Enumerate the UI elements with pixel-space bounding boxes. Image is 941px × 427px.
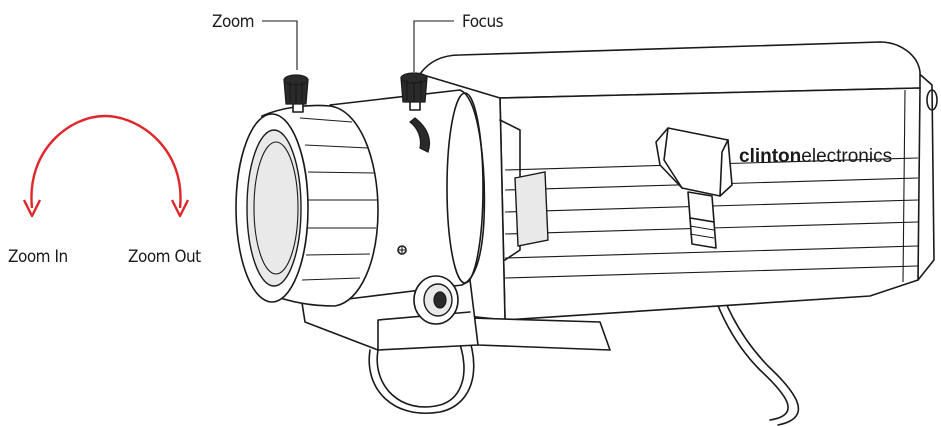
brand-logo: clintonelectronics <box>739 146 892 167</box>
focus-callout-label: Focus <box>462 12 504 32</box>
zoom-out-label: Zoom Out <box>128 247 201 267</box>
focus-callout-line <box>413 20 454 72</box>
power-connector <box>655 127 733 249</box>
zoom-callout-label: Zoom <box>212 12 254 32</box>
zoom-rotation-arrow <box>22 114 190 218</box>
video-connector <box>413 275 459 325</box>
camera-housing <box>419 41 938 351</box>
lens-screw-icon <box>397 245 407 255</box>
zoom-knob-icon <box>283 74 309 113</box>
lens-assembly: W <box>235 89 486 351</box>
focus-knob-icon <box>400 72 428 111</box>
zoom-callout-line <box>262 20 298 70</box>
lens-glass <box>246 129 302 287</box>
zoom-in-label: Zoom In <box>8 247 68 267</box>
